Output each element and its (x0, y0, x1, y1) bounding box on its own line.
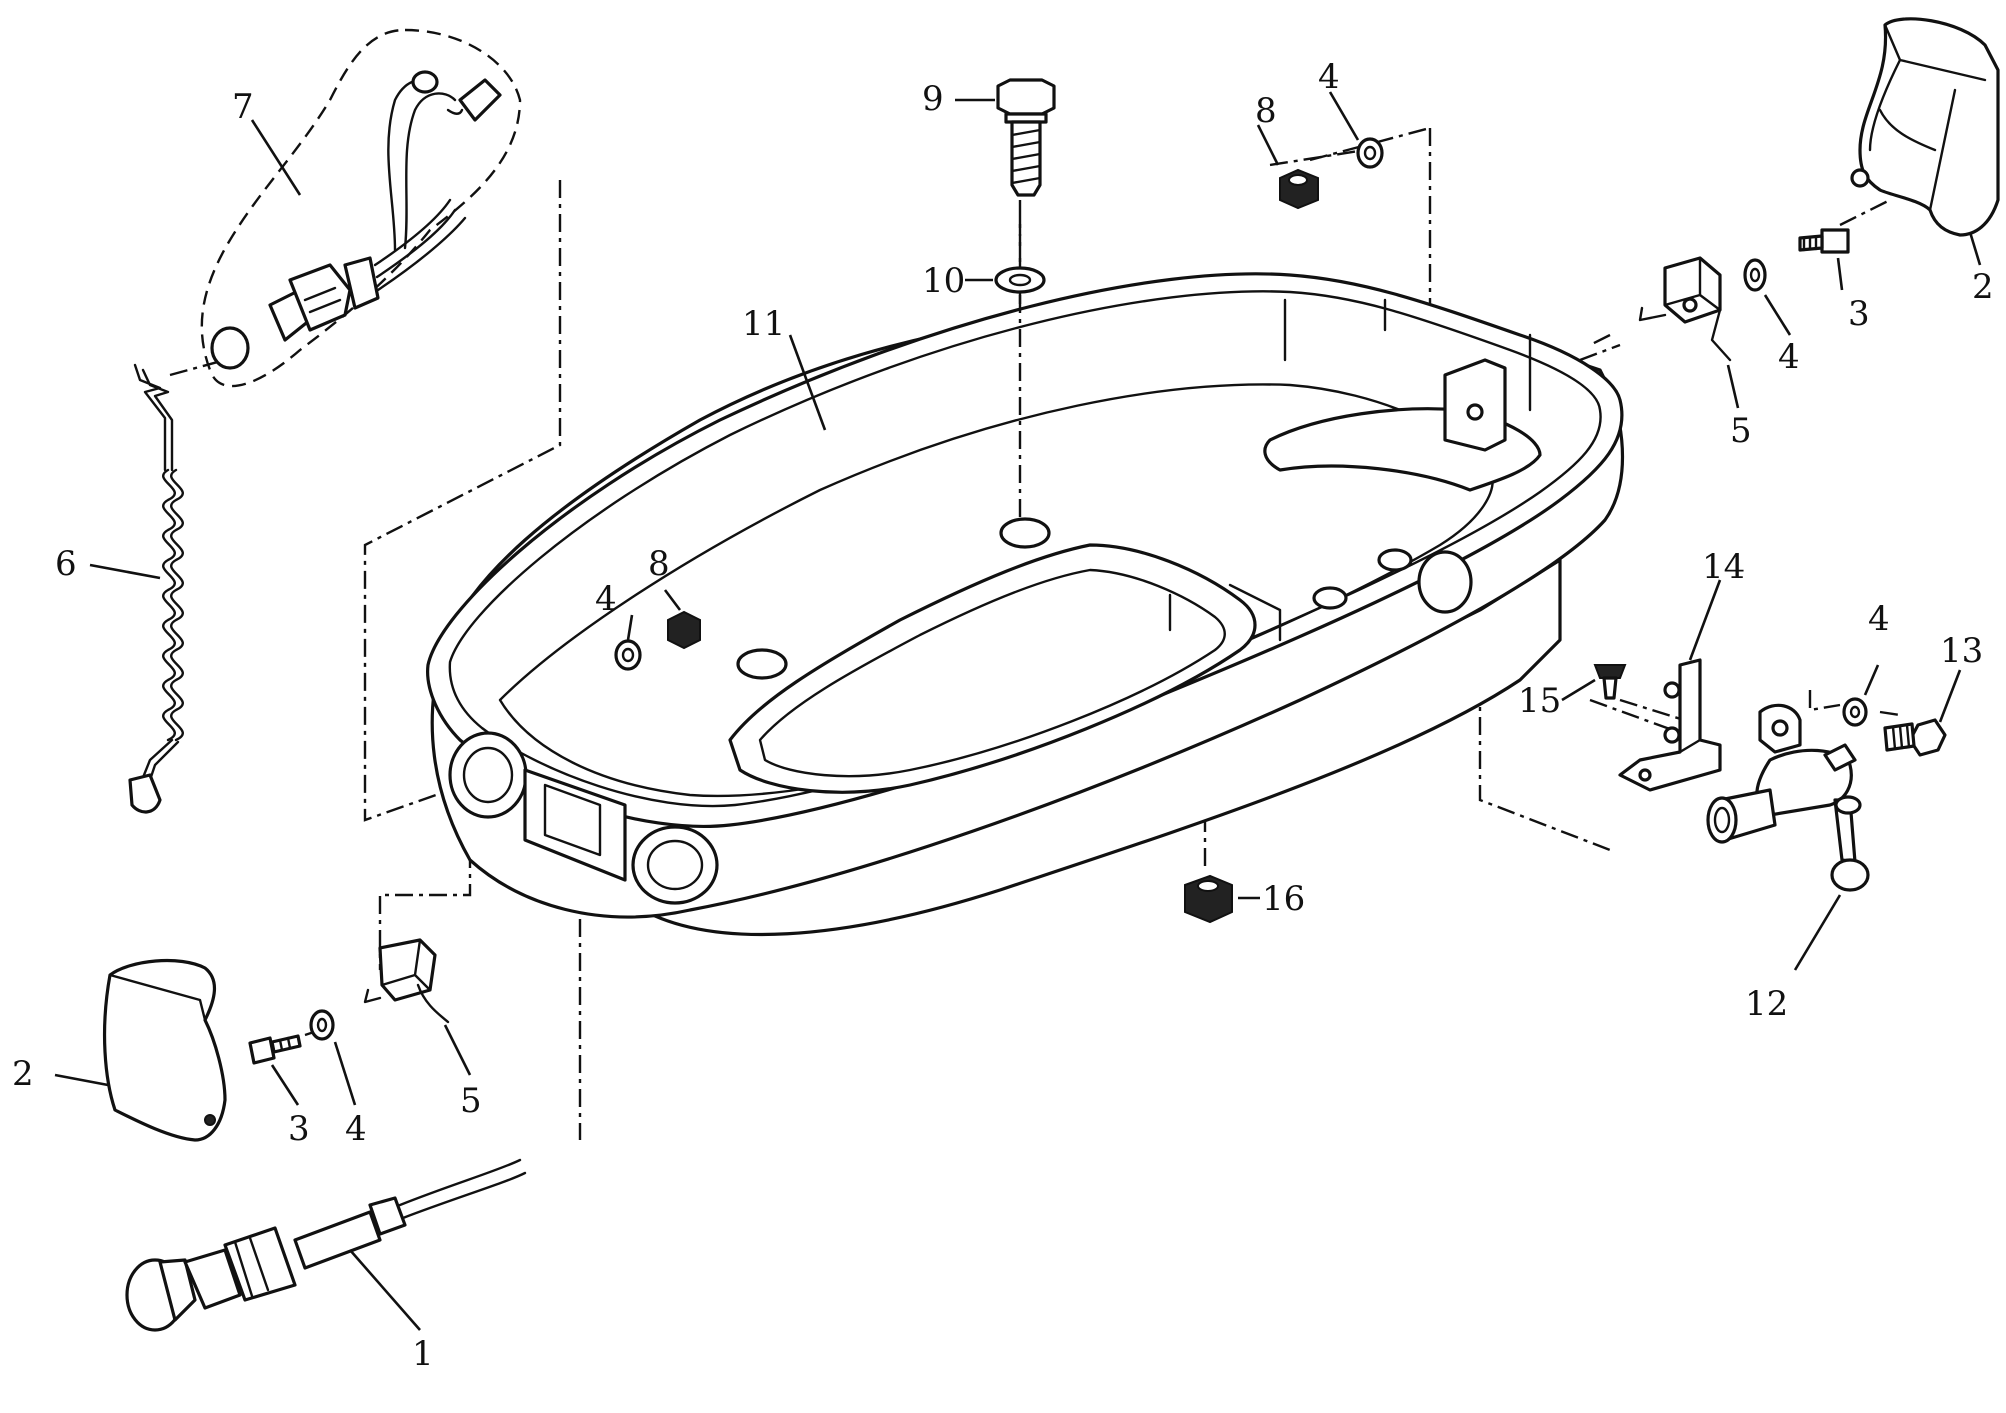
callout-labels: 1 2 2 3 3 4 4 4 4 4 5 5 6 7 8 8 9 10 11 … (12, 57, 1994, 1374)
bolt-9 (996, 78, 1056, 197)
cover-2-left (102, 958, 227, 1142)
callout-6: 6 (55, 544, 77, 584)
callout-12: 12 (1745, 984, 1788, 1024)
callout-4-mid: 4 (595, 579, 617, 619)
stop-switch-7 (200, 28, 522, 388)
washer-4-lower-right (1842, 697, 1868, 727)
callout-8-top: 8 (1255, 91, 1277, 131)
callout-9: 9 (922, 79, 944, 119)
callout-2-right: 2 (1972, 267, 1994, 307)
callout-4-lower-right: 4 (1868, 599, 1890, 639)
callout-2-left: 2 (12, 1054, 34, 1094)
callout-7: 7 (232, 87, 254, 127)
callout-4-left-bottom: 4 (345, 1109, 367, 1149)
screw-3-left (248, 1034, 302, 1065)
washer-4-right-top (1743, 258, 1767, 292)
nut-8-mid (667, 610, 701, 650)
callout-5-right: 5 (1730, 411, 1752, 451)
washer-10 (994, 266, 1046, 294)
lanyard-6 (128, 363, 184, 814)
cover-2-right (1850, 17, 2000, 237)
leader-lines (54, 91, 1982, 1331)
callout-4-top: 4 (1318, 57, 1340, 97)
washer-4-mid (614, 639, 642, 671)
clip-5-left (363, 938, 450, 1024)
bolt-13 (1883, 718, 1947, 757)
callout-11: 11 (742, 304, 785, 344)
nut-16 (1184, 874, 1233, 924)
clip-5-right (1638, 256, 1732, 362)
callout-4-right-top: 4 (1778, 337, 1800, 377)
nut-8-top (1279, 168, 1319, 210)
callout-10: 10 (922, 261, 965, 301)
screw-3-right (1798, 228, 1850, 254)
callout-3-right: 3 (1848, 294, 1870, 334)
bracket-14 (1618, 658, 1722, 792)
fuel-connector-12 (1706, 703, 1870, 892)
callout-8-mid: 8 (648, 544, 670, 584)
bottom-cowl-base (426, 272, 1625, 937)
callout-5-left: 5 (460, 1081, 482, 1121)
callout-3-left: 3 (288, 1109, 310, 1149)
callout-13: 13 (1940, 631, 1983, 671)
choke-knob-1 (125, 1158, 527, 1332)
washer-4-left-bottom (309, 1009, 335, 1041)
callout-16: 16 (1262, 879, 1305, 919)
callout-15: 15 (1518, 681, 1561, 721)
screw-15 (1593, 664, 1627, 700)
callout-1: 1 (412, 1334, 434, 1374)
washer-4-top (1356, 137, 1384, 169)
callout-14: 14 (1702, 547, 1745, 587)
